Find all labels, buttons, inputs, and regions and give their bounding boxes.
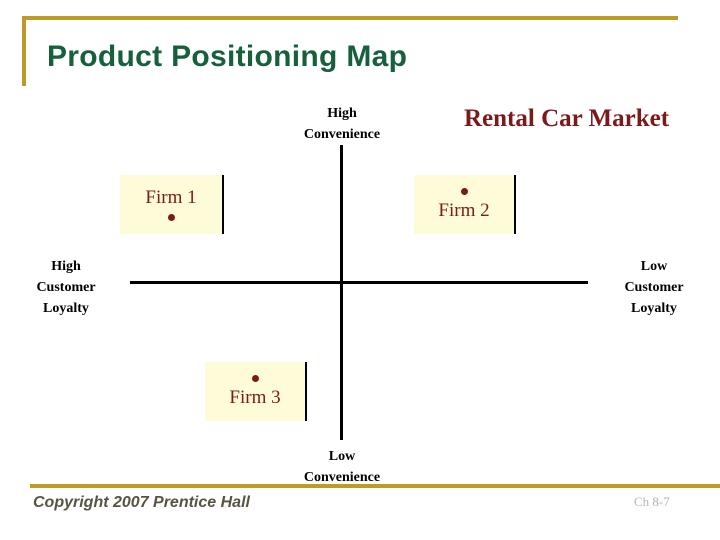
data-point-dot-icon xyxy=(167,214,175,222)
firm-marker-box[interactable]: Firm 1 xyxy=(120,175,224,234)
data-point-dot-icon xyxy=(460,187,468,195)
firm-label: Firm 2 xyxy=(438,199,490,221)
axis-label-high-convenience: High Convenience xyxy=(278,103,406,145)
copyright-text: Copyright 2007 Prentice Hall xyxy=(33,494,250,511)
axis-label-line: Loyalty xyxy=(43,301,89,316)
firm-marker-box[interactable]: Firm 3 xyxy=(205,362,307,421)
axis-label-line: Convenience xyxy=(303,470,381,485)
axis-label-line: Low xyxy=(328,449,356,464)
data-point-dot-icon xyxy=(251,374,259,382)
axis-label-line: Customer xyxy=(36,280,96,295)
axis-label-line: Customer xyxy=(624,280,684,295)
axis-label-line: High xyxy=(327,106,357,121)
axis-label-line: High xyxy=(51,259,81,274)
decorative-left-border xyxy=(22,16,26,86)
page-title: Product Positioning Map xyxy=(47,40,408,73)
axis-label-line: Loyalty xyxy=(631,301,677,316)
page-number: Ch 8-7 xyxy=(634,494,670,509)
axis-label-line: Low xyxy=(640,259,668,274)
axis-label-high-customer-loyalty: High Customer Loyalty xyxy=(10,256,122,319)
chart-title: Rental Car Market xyxy=(464,105,670,132)
firm-label: Firm 3 xyxy=(229,386,281,408)
decorative-top-border xyxy=(22,16,678,20)
vertical-axis-line xyxy=(340,145,343,440)
axis-label-line: Convenience xyxy=(303,127,381,142)
axis-label-low-customer-loyalty: Low Customer Loyalty xyxy=(598,256,710,319)
horizontal-axis-line xyxy=(130,281,588,284)
axis-label-low-convenience: Low Convenience xyxy=(278,446,406,488)
firm-label: Firm 1 xyxy=(145,186,197,208)
footer-divider xyxy=(30,484,720,488)
firm-marker-box[interactable]: Firm 2 xyxy=(414,175,516,234)
